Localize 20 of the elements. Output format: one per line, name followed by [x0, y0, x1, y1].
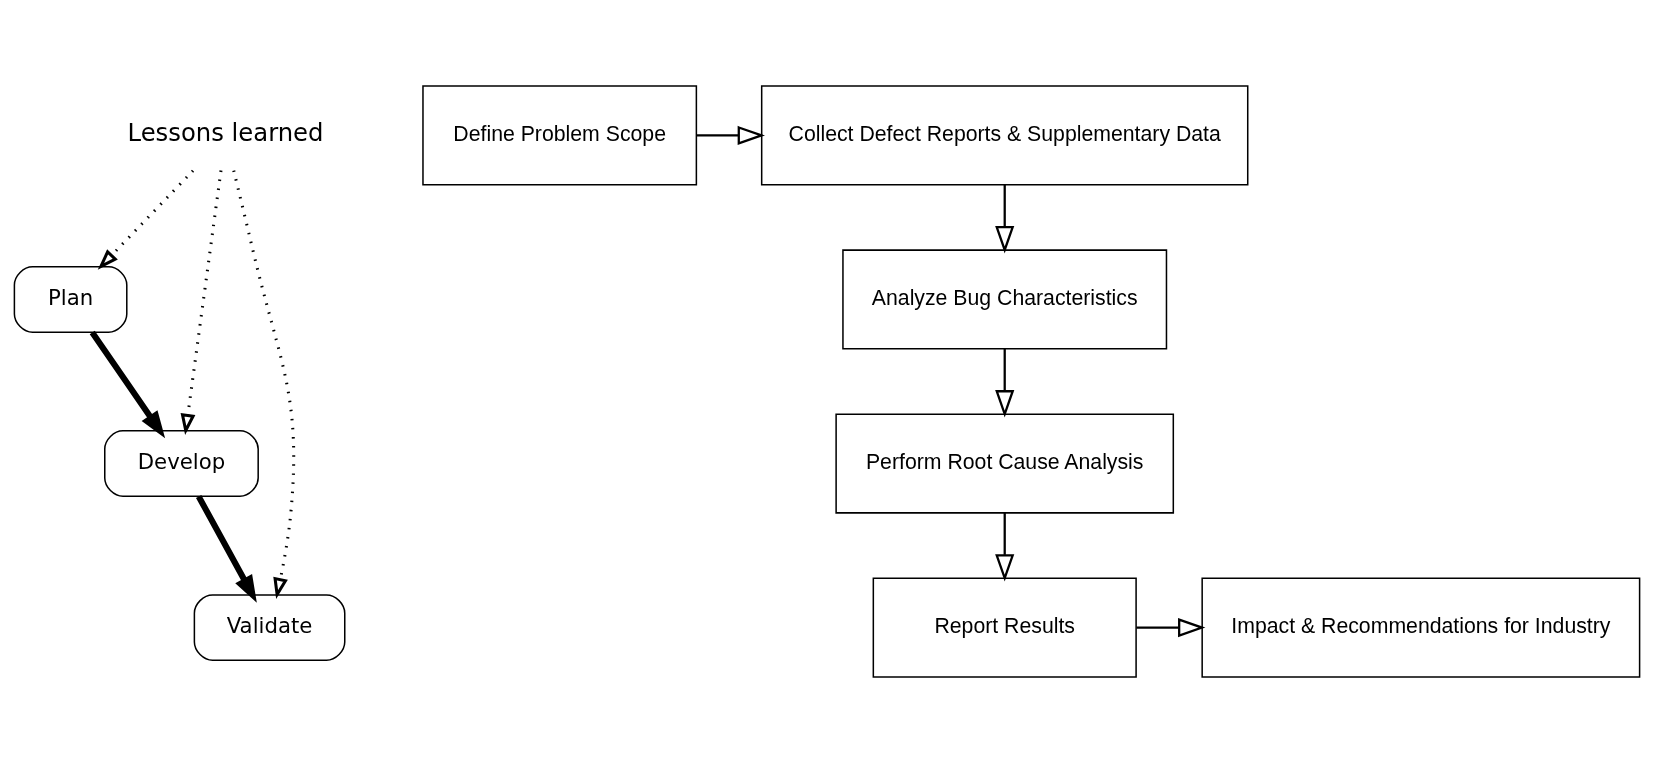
arrow	[1136, 617, 1206, 637]
node-box: Develop	[104, 429, 259, 497]
node-text: Lessons learned	[127, 117, 324, 147]
node-box: Analyze Bug Characteristics	[842, 248, 1168, 350]
arrow	[995, 348, 1015, 417]
node-box: Perform Root Cause Analysis	[835, 412, 1175, 514]
arrow	[995, 512, 1015, 582]
arrow	[995, 184, 1015, 253]
node-box: Impact & Recommendations for Industry	[1201, 576, 1641, 678]
arrow	[232, 169, 296, 599]
node-box: Validate	[193, 593, 346, 661]
arrow	[180, 169, 223, 435]
node-box: Plan	[13, 265, 128, 333]
arrow	[97, 169, 195, 270]
arrow	[89, 330, 166, 438]
arrow	[196, 494, 257, 603]
node-box: Report Results	[872, 576, 1137, 678]
node-box: Define Problem Scope	[422, 84, 698, 186]
node-box: Collect Defect Reports & Supplementary Data	[760, 84, 1249, 186]
arrow	[696, 125, 766, 145]
